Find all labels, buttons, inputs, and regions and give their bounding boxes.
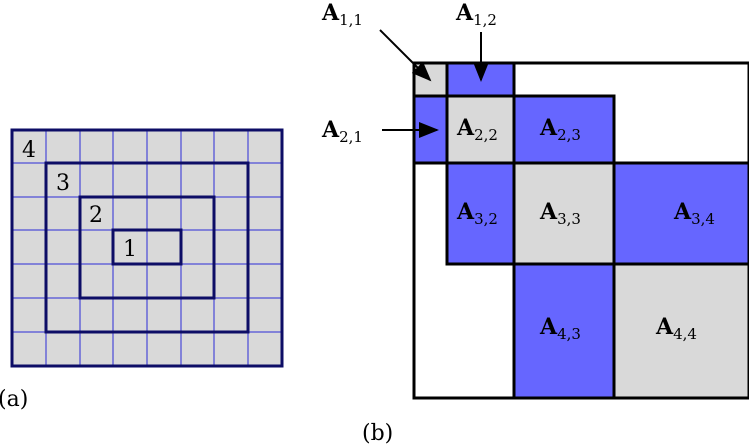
ring-3 (44, 161, 250, 334)
panel-a: 4 3 2 1 (a) (0, 128, 284, 412)
label-a11: A1,1 (321, 0, 363, 29)
ring-label-3: 3 (56, 171, 70, 196)
block-a33 (512, 161, 616, 266)
panel-b: A2,2 A2,3 A3,2 A3,3 A3,4 A4,3 A4,4 A1,1 … (321, 0, 749, 444)
label-a32: A3,2 (456, 199, 498, 228)
label-a22: A2,2 (456, 115, 498, 144)
ring-label-4: 4 (22, 138, 36, 163)
caption-a: (a) (0, 387, 28, 412)
ring-1 (111, 228, 183, 266)
label-a33: A3,3 (539, 199, 581, 228)
ring-label-1: 1 (123, 237, 137, 262)
ring-4 (10, 128, 284, 368)
label-a34: A3,4 (673, 199, 715, 228)
arrow-a11 (379, 29, 432, 82)
label-a23: A2,3 (539, 115, 581, 144)
label-a43: A4,3 (539, 314, 581, 343)
label-a44: A4,4 (655, 314, 697, 343)
block-a44 (612, 262, 749, 400)
label-a12: A1,2 (455, 0, 497, 29)
ring-2 (78, 195, 216, 300)
ring-label-2: 2 (89, 203, 103, 228)
block-a22 (445, 94, 516, 165)
label-a21: A2,1 (321, 117, 363, 146)
caption-b: (b) (362, 421, 393, 444)
